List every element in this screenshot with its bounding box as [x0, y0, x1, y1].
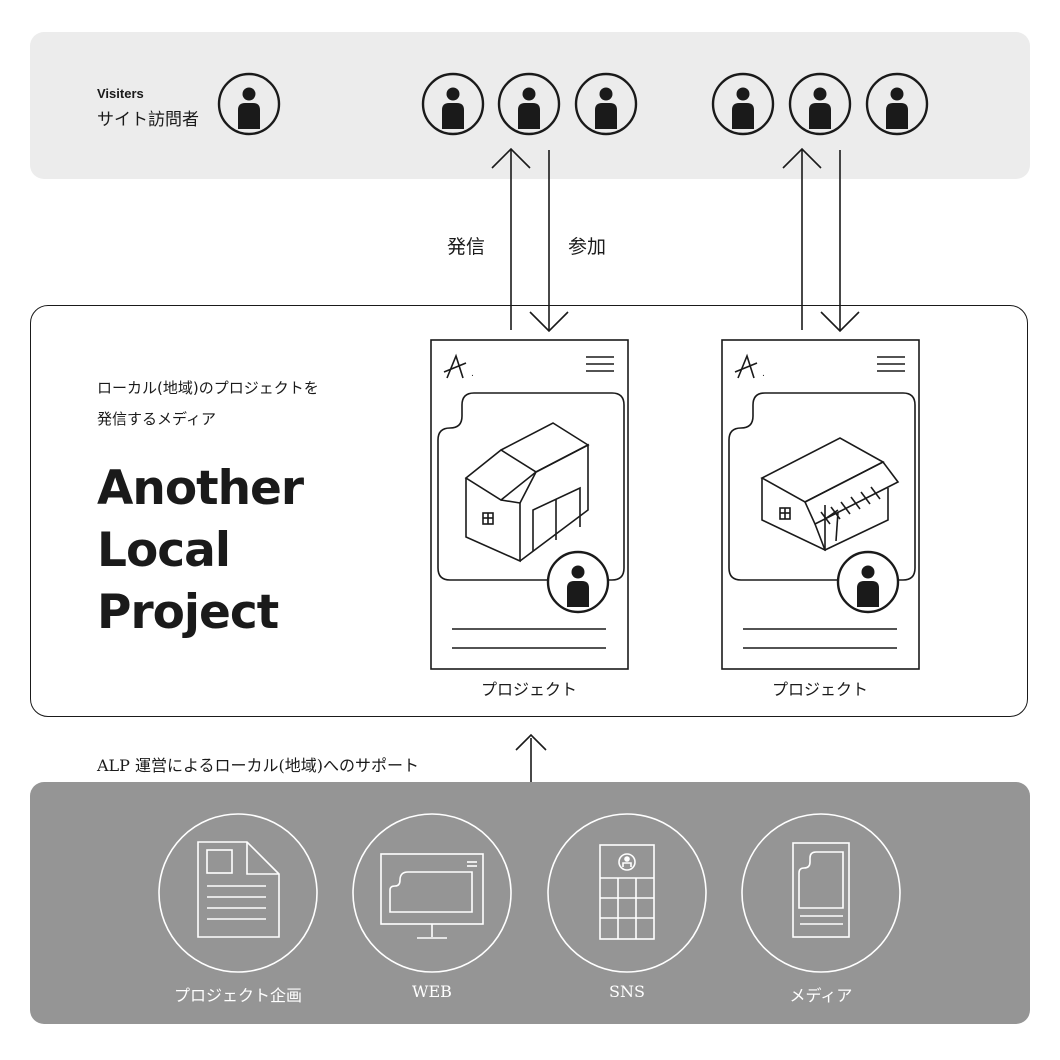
- smartphone-grid-icon: [599, 844, 655, 940]
- svg-text:.: .: [762, 369, 765, 379]
- document-icon: [197, 841, 280, 938]
- service-label-planning: プロジェクト企画: [173, 986, 302, 1005]
- visitor-avatar-icon: [711, 72, 775, 136]
- visitor-avatar-icon: [788, 72, 852, 136]
- title-line2: Local: [97, 523, 231, 578]
- tagline-line2: 発信するメディア: [97, 410, 216, 428]
- service-label-web: WEB: [412, 982, 452, 1001]
- media-circle: [741, 813, 901, 973]
- project-owner-avatar-icon: [836, 550, 900, 614]
- service-label-media: メディア: [789, 986, 853, 1005]
- media-panel: [30, 305, 1028, 717]
- visitor-avatar-icon: [574, 72, 638, 136]
- visitors-label-jp: サイト訪問者: [97, 110, 199, 130]
- support-panel: [30, 782, 1030, 1024]
- visitor-avatar-icon: [421, 72, 485, 136]
- svg-text:.: .: [471, 369, 474, 379]
- project-owner-avatar-icon: [546, 550, 610, 614]
- title-line3: Project: [97, 585, 279, 640]
- project-card-2: .: [721, 339, 920, 670]
- join-label: 参加: [568, 236, 607, 258]
- visitor-avatar-icon: [497, 72, 561, 136]
- media-page-icon: [792, 842, 850, 938]
- visitor-avatar-icon: [865, 72, 929, 136]
- visitor-avatar-icon: [217, 72, 281, 136]
- project-card-1: .: [430, 339, 629, 670]
- visitors-label-en: Visiters: [97, 86, 144, 101]
- support-label: ALP 運営によるローカル(地域)へのサポート: [97, 756, 420, 775]
- title-line1: Another: [97, 461, 304, 516]
- sns-circle: [547, 813, 707, 973]
- tagline-line1: ローカル(地域)のプロジェクトを: [97, 379, 319, 397]
- planning-circle: [158, 813, 318, 973]
- project-caption-2: プロジェクト: [771, 680, 868, 699]
- service-label-sns: SNS: [609, 982, 645, 1001]
- project-caption-1: プロジェクト: [480, 680, 577, 699]
- web-circle: [352, 813, 512, 973]
- service-title: Another Local Project: [97, 458, 304, 644]
- send-label: 発信: [447, 236, 486, 258]
- monitor-icon: [380, 853, 484, 939]
